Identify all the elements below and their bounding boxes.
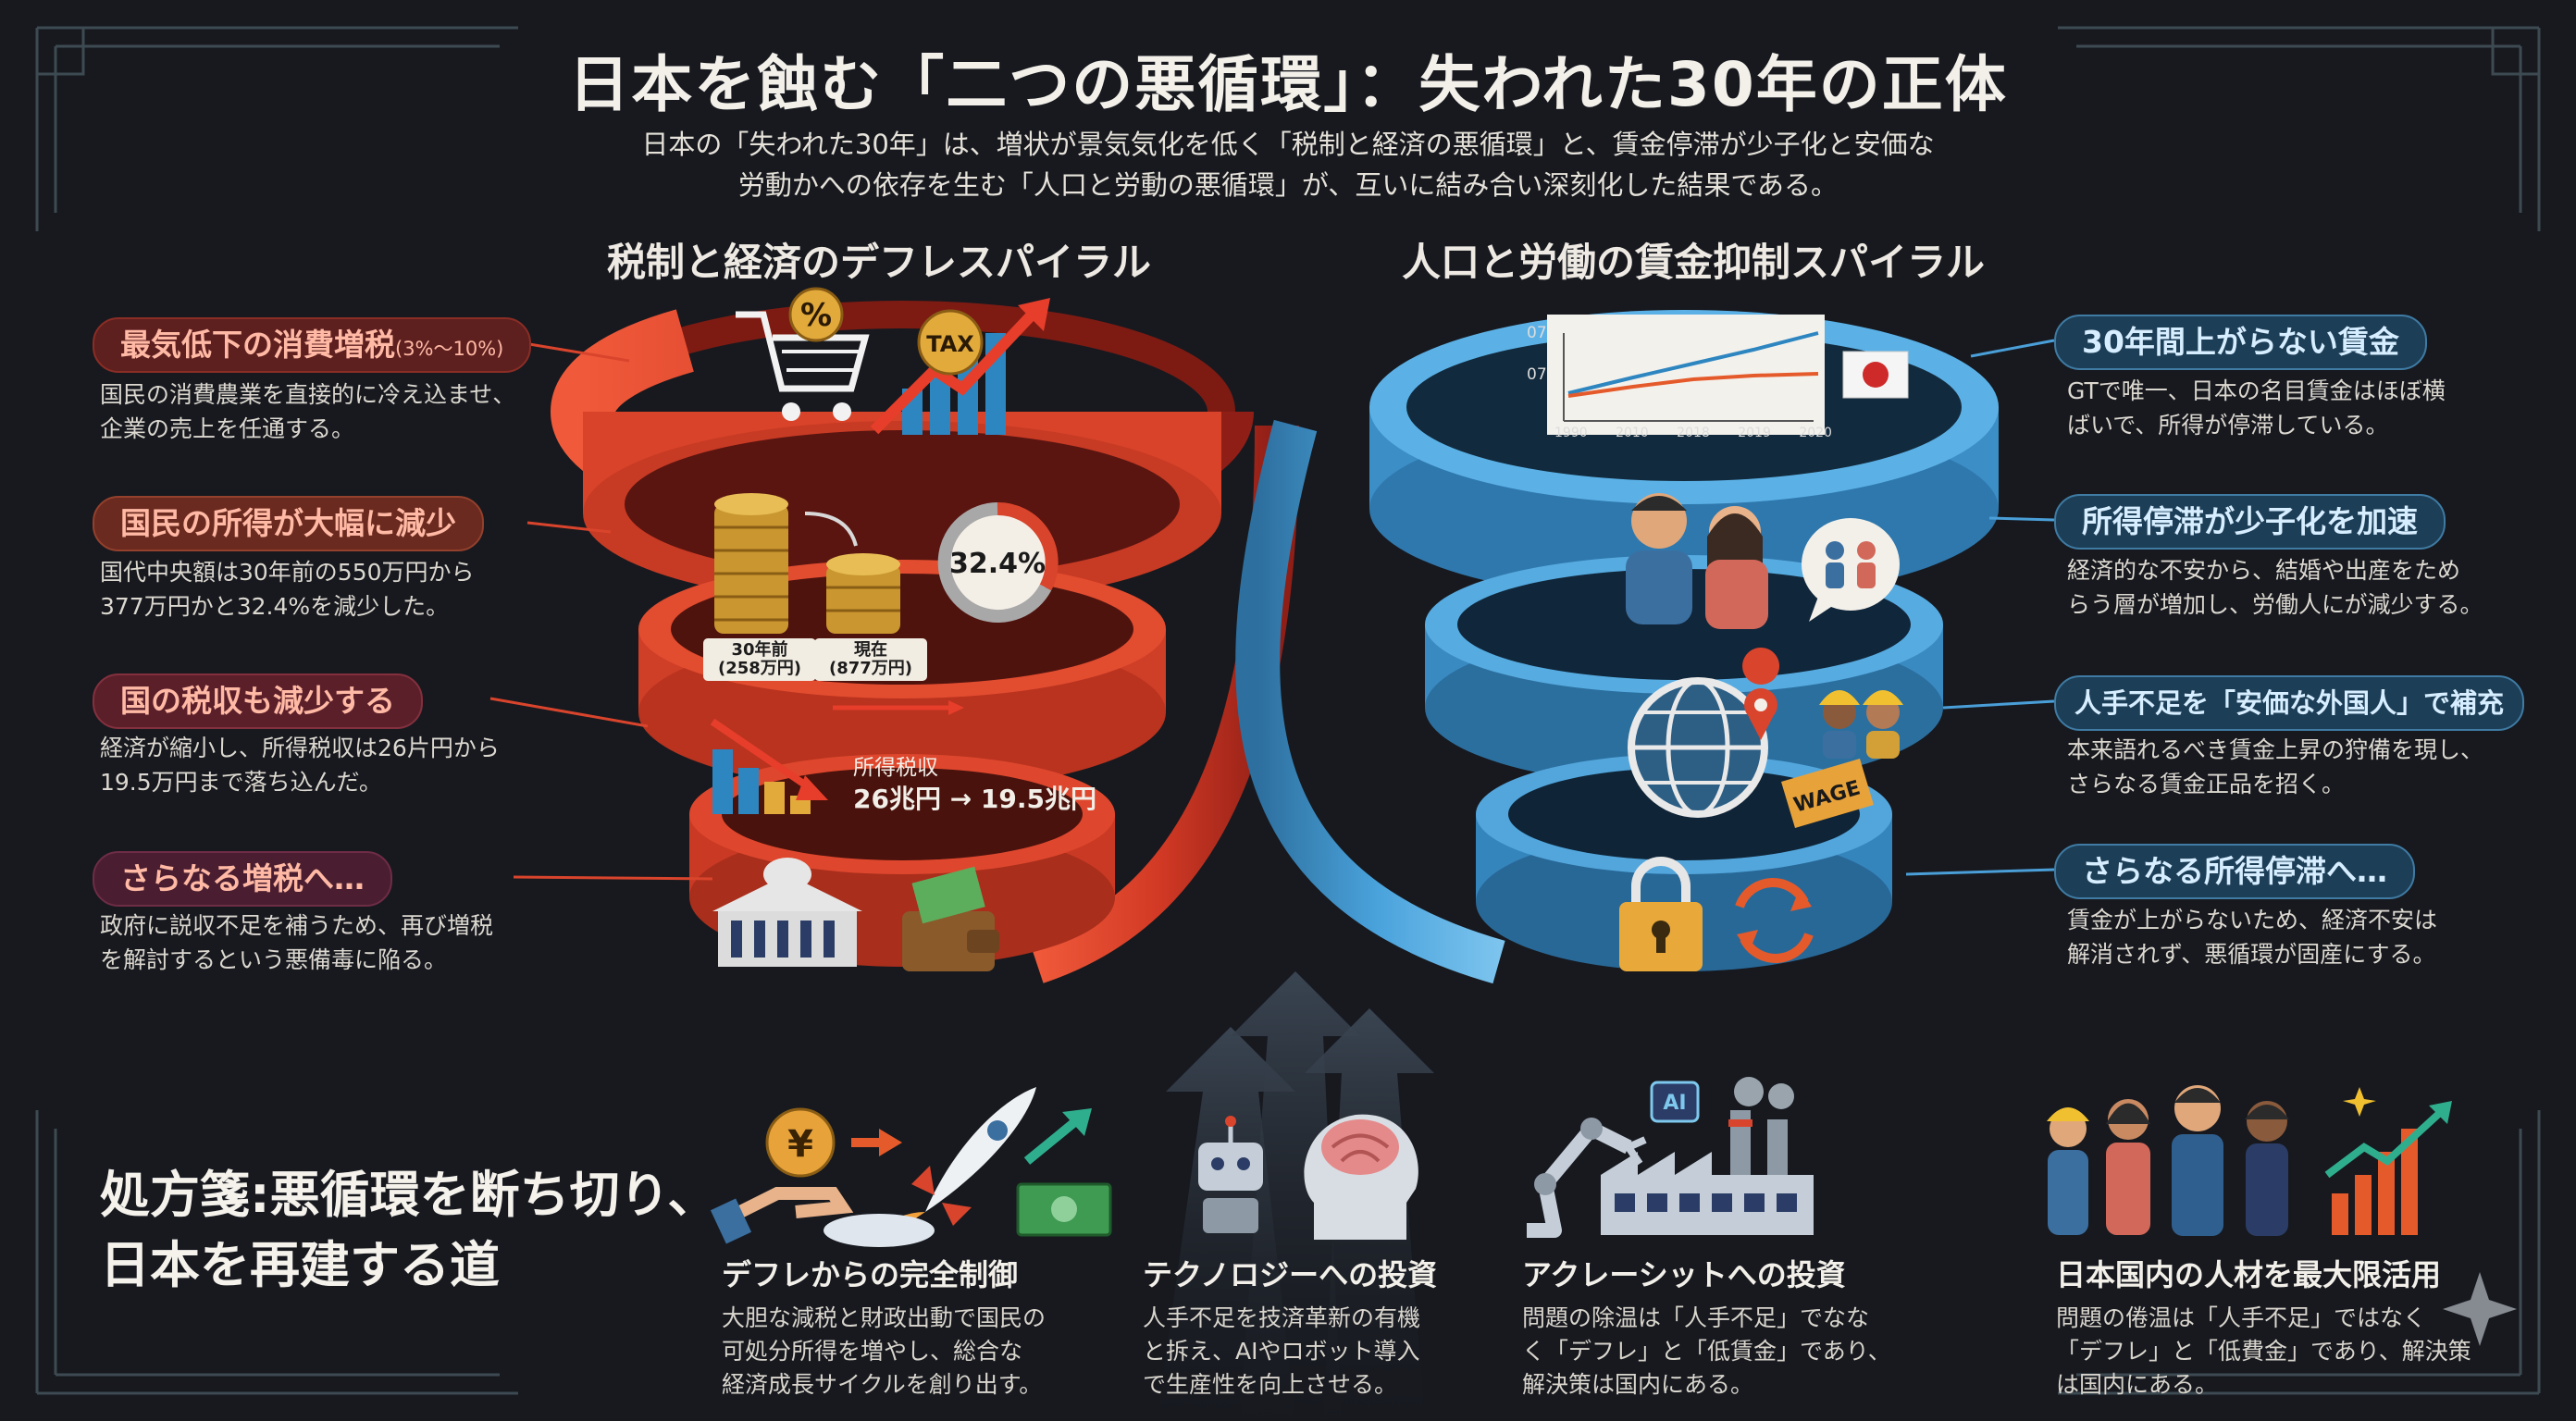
- wage-chart-x-tick: 2020: [1799, 426, 1832, 440]
- left-badge-income-decline: 国民の所得が大幅に減少: [93, 496, 484, 551]
- coin-label-present: 現在 (877万円): [814, 638, 927, 681]
- left-badge-further-tax: さらなる増税へ…: [93, 851, 392, 907]
- left-spiral-heading: 税制と経済のデフレスパイラル: [606, 240, 1151, 285]
- right-desc-birthrate: 経済的な不安から、結婚や出産をためらう層が増加し、労働人にが減少する。: [2067, 557, 2483, 618]
- declining-bar-chart-icon: [710, 718, 828, 814]
- foreign-workers-icon: [1819, 690, 1903, 759]
- solution-desc: 大胆な減税と財政出動で国民の 可処分所得を増やし、総合な 経済成長サイクルを創り…: [722, 1304, 1046, 1398]
- right-badge-further-stagnation: さらなる所得停滞へ…: [2054, 844, 2415, 899]
- solution-investment: アクレーシットへの投資 問題の除温は「人手不足」でなな く「デフレ」と「低賃金」…: [1522, 1252, 1948, 1402]
- coin-stack-present-icon: [826, 553, 900, 634]
- coin-stack-30-years-ago-icon: [714, 493, 788, 634]
- japan-flag-icon: [1842, 351, 1909, 399]
- solution-domestic-talent: 日本国内の人材を最大限活用 問題の倦温は「人手不足」ではなく 「デフレ」と「低費…: [2056, 1252, 2519, 1402]
- decrease-arrow-icon: [804, 512, 858, 547]
- solution-desc: 人手不足を技済革新の有機 と拆え、AIやロボット導入 で生産性を向上させる。: [1143, 1304, 1421, 1398]
- right-desc-stagnant-wages: GTで唯一、日本の名目賃金はほぼ横ばいで、所得が停滞している。: [2067, 377, 2446, 439]
- wage-chart-x-tick: 1990: [1554, 426, 1588, 440]
- percent-coin-icon: %: [788, 287, 844, 342]
- solution-desc: 問題の除温は「人手不足」でなな く「デフレ」と「低賃金」であり、 解決策は国内に…: [1522, 1304, 1891, 1398]
- globe-icon: [1628, 677, 1768, 818]
- wage-chart-x-axis: 1990 2010 2018 2019 2020: [1554, 426, 1832, 440]
- solution-title: 日本国内の人材を最大限活用: [2056, 1257, 2442, 1292]
- left-desc-consumption-tax: 国民の消費農業を直接的に冷え込ませ、企業の売上を任通する。: [100, 381, 516, 442]
- income-pie-chart-icon: 32.4%: [937, 501, 1059, 623]
- wage-chart-x-tick: 2018: [1677, 426, 1710, 440]
- wage-chart-y-tick-1: 07: [1527, 324, 1547, 342]
- wallet-icon: [902, 866, 999, 971]
- family-speech-bubble-icon: [1802, 518, 1900, 622]
- solution-deflation: デフレからの完全制御 大胆な減税と財政出動で国民の 可処分所得を増やし、総合な …: [722, 1252, 1120, 1402]
- solution-title: アクレーシットへの投資: [1522, 1257, 1846, 1292]
- wage-line-chart-icon: [1547, 315, 1825, 435]
- shopping-cart-icon: [736, 311, 870, 421]
- tax-revenue-value: 26兆円 → 19.5兆円: [853, 784, 1097, 814]
- right-badge-foreign-labor: 人手不足を「安価な外国人」で補充: [2054, 675, 2525, 731]
- solution-technology: テクノロジーへの投資 人手不足を技済革新の有機 と拆え、AIやロボット導入 で生…: [1143, 1252, 1531, 1402]
- right-desc-further-stagnation: 賃金が上がらないため、経済不安は解消されず、悪循環が固産にする。: [2067, 907, 2438, 968]
- svg-text:32.4%: 32.4%: [949, 548, 1046, 580]
- subtitle-line-2: 労動かへの依存を生む「人口と労動の悪循環」が、互いに結み合い深刻化した結果である…: [737, 169, 1839, 201]
- right-badge-stagnant-wages: 30年間上がらない賃金: [2054, 315, 2427, 370]
- cycle-arrows-icon: [1735, 878, 1814, 963]
- svg-text:TAX: TAX: [926, 331, 974, 357]
- wage-chart-x-tick: 2010: [1616, 426, 1649, 440]
- svg-text:%: %: [800, 297, 832, 334]
- right-spiral-heading: 人口と労働の賃金抑制スパイラル: [1401, 240, 1985, 285]
- padlock-icon: [1619, 857, 1703, 971]
- solution-desc: 問題の倦温は「人手不足」ではなく 「デフレ」と「低費金」であり、解決策 は国内に…: [2056, 1304, 2471, 1398]
- prescription-title: 処方箋:悪循環を断ち切り、 日本を再建する道: [100, 1166, 718, 1294]
- tax-chart-icon: TAX: [870, 298, 1050, 435]
- right-desc-foreign-labor: 本来語れるべき賃金上昇の狩備を現し、さらなる賃金正品を招く。: [2067, 736, 2484, 797]
- solution-title: テクノロジーへの投資: [1143, 1257, 1438, 1292]
- connector-lines: [489, 339, 2055, 881]
- location-pin-icon: [1742, 648, 1780, 740]
- subtitle-line-1: 日本の「失われた30年」は、増状が景気気化を低く「税制と経済の悪循環」と、賃金停…: [641, 129, 1935, 160]
- left-badge-tax-revenue: 国の税収も減少する: [93, 673, 423, 729]
- solution-title: デフレからの完全制御: [722, 1257, 1019, 1292]
- right-badge-birthrate: 所得停滞が少子化を加速: [2054, 494, 2446, 550]
- left-badge-consumption-tax: 最気低下の消費増税(3%〜10%): [93, 317, 532, 373]
- left-desc-further-tax: 政府に説収不足を補うため、再び増税を解討するという悪備毒に陥る。: [100, 912, 494, 973]
- page-subtitle: 日本の「失われた30年」は、増状が景気気化を低く「税制と経済の悪循環」と、賃金停…: [518, 124, 2058, 205]
- wage-chart-y-tick-2: 07: [1527, 365, 1547, 384]
- tax-revenue-label: 所得税収: [853, 756, 938, 780]
- page-title: 日本を蝕む「二つの悪循環」：失われた30年の正体: [568, 49, 2008, 120]
- coin-label-30-years-ago: 30年前 (258万円): [703, 638, 816, 681]
- wage-tag-icon: WAGE: [1781, 759, 1874, 828]
- wage-chart-x-tick: 2019: [1738, 426, 1771, 440]
- couple-icon: [1626, 493, 1768, 629]
- government-building-icon: [712, 858, 862, 967]
